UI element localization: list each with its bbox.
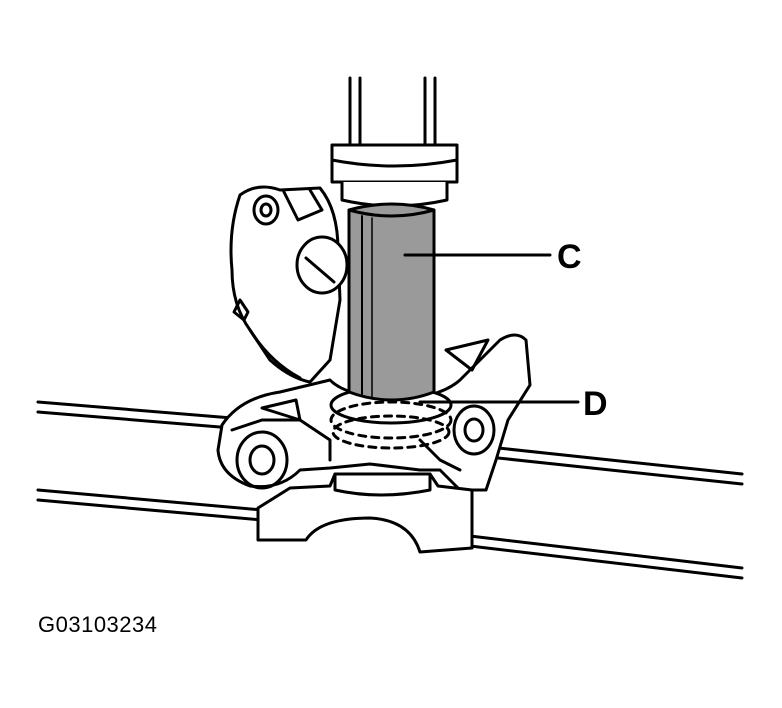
support-base — [256, 472, 474, 554]
steering-knuckle — [229, 185, 349, 384]
press-collar — [330, 143, 459, 208]
press-rod — [348, 76, 437, 147]
tool-c — [347, 202, 436, 402]
figure-id: G03103234 — [38, 612, 158, 637]
rail-front — [36, 488, 744, 580]
callout-d: D — [583, 385, 608, 423]
callout-c: C — [557, 238, 582, 276]
rail-rear — [36, 400, 744, 486]
